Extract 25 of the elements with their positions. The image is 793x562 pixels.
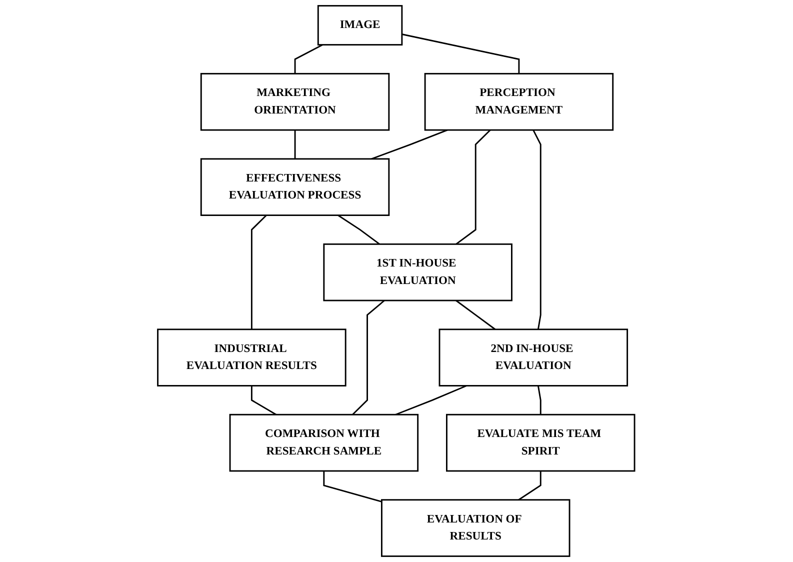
- node-box: 2ND IN-HOUSE EVALUATION: [439, 328, 628, 386]
- node-box: EFFECTIVENESS EVALUATION PROCESS: [200, 158, 390, 216]
- connector: [396, 385, 468, 416]
- connector: [294, 44, 324, 74]
- node-box: MARKETING ORIENTATION: [200, 72, 390, 131]
- connector: [518, 470, 542, 500]
- node-box: PERCEPTION MANAGEMENT: [424, 72, 614, 131]
- node-box: INDUSTRIAL EVALUATION RESULTS: [157, 328, 347, 386]
- connector: [251, 386, 277, 416]
- node-box: 1ST IN-HOUSE EVALUATION: [324, 243, 513, 302]
- node-box: COMPARISON WITH RESEARCH SAMPLE: [230, 414, 419, 472]
- connector: [324, 470, 382, 502]
- connector: [372, 129, 448, 160]
- connector: [251, 214, 268, 330]
- connector: [402, 34, 520, 74]
- connector: [532, 130, 542, 330]
- node-box: IMAGE: [318, 5, 403, 46]
- connector: [456, 130, 492, 245]
- node-box: EVALUATION OF RESULTS: [381, 499, 571, 557]
- node-box: EVALUATE MIS TEAM SPIRIT: [446, 414, 636, 472]
- connector: [338, 214, 380, 245]
- connector: [352, 300, 386, 416]
- connector: [456, 300, 496, 330]
- connector: [294, 130, 296, 159]
- connector: [538, 386, 542, 415]
